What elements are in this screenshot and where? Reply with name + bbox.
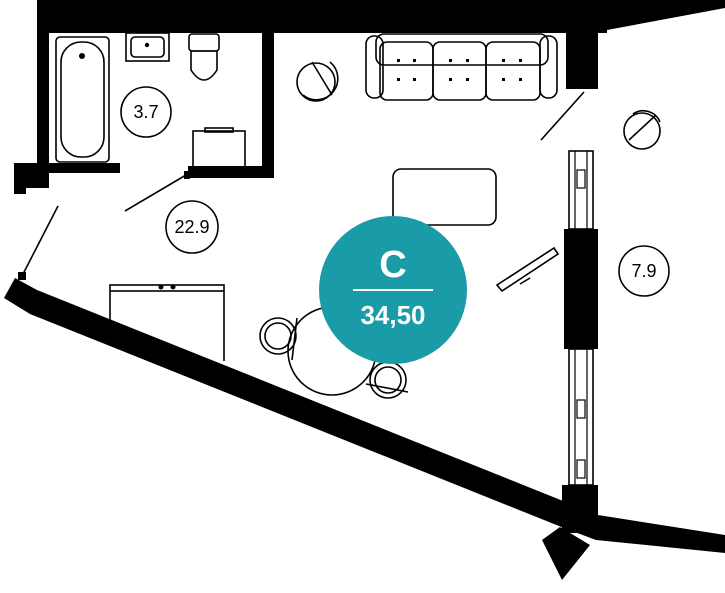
- left-wall-stub: [14, 163, 49, 188]
- loggia-window-top: [568, 150, 594, 230]
- bathroom-area-circle: [120, 86, 172, 138]
- bathroom-bottom-wall-right: [188, 166, 274, 178]
- top-wall: [37, 0, 725, 33]
- armchair-loggia: [623, 109, 661, 150]
- bottom-corner-block: [542, 527, 590, 580]
- loggia-area-circle: [618, 245, 670, 297]
- main-room-area-circle: [165, 200, 219, 254]
- doors: [18, 91, 585, 280]
- armchair-top: [296, 61, 339, 102]
- room-area-labels: 3.7 22.9 7.9: [120, 86, 670, 297]
- loggia-area: 7.9: [631, 261, 656, 281]
- bathroom-left-wall: [37, 17, 49, 175]
- total-area: 34,50: [360, 300, 425, 330]
- main-room-area: 22.9: [174, 217, 209, 237]
- column: [566, 33, 598, 89]
- bathroom-area: 3.7: [133, 102, 158, 122]
- wardrobe: [109, 284, 225, 361]
- bathroom-fixtures: [55, 32, 246, 169]
- toilet-bowl: [190, 50, 218, 81]
- toilet-tank: [188, 33, 220, 52]
- diagonal-wall: [4, 278, 725, 553]
- sink: [125, 32, 170, 62]
- apartment-type: С: [379, 244, 406, 286]
- furniture: [109, 33, 661, 399]
- loggia-windows: [568, 150, 594, 486]
- apartment-badge: С 34,50: [319, 216, 467, 364]
- washing-machine: [192, 130, 246, 169]
- loggia-wall-middle: [564, 229, 598, 349]
- loggia-window-bottom: [568, 348, 594, 486]
- walls: [4, 0, 725, 580]
- bottom-right-corner: [562, 485, 598, 533]
- bathroom-bottom-wall: [49, 163, 120, 173]
- tv: [495, 246, 560, 293]
- dining-chair-left: [259, 317, 298, 361]
- coffee-table: [392, 168, 497, 226]
- bathroom-door: [124, 174, 187, 212]
- sofa: [365, 33, 558, 101]
- bathroom-right-wall: [262, 33, 274, 178]
- bathtub: [55, 36, 110, 163]
- loggia-door: [540, 91, 585, 141]
- entrance-door: [21, 205, 59, 277]
- left-wall-stub-cap: [14, 188, 26, 194]
